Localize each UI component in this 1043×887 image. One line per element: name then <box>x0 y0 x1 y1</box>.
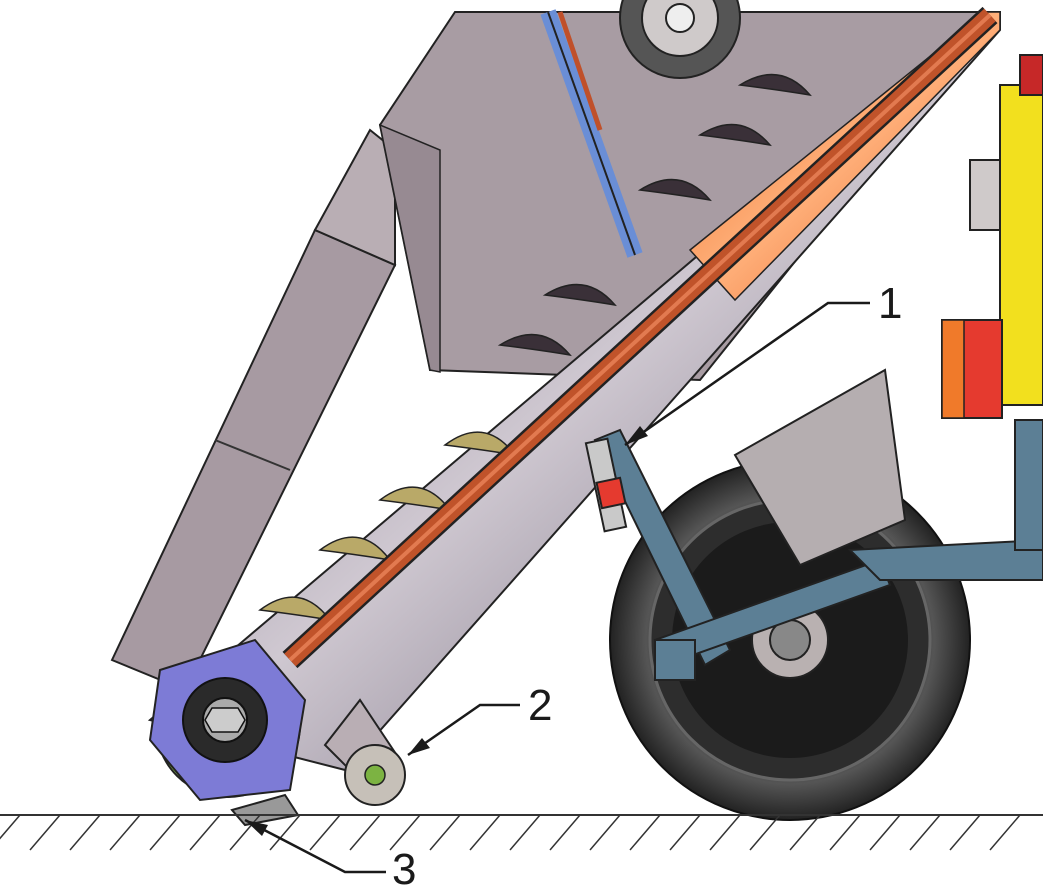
ground-hatch-line <box>109 814 141 851</box>
adjustment-turnbuckle <box>584 437 628 533</box>
ground-hatch-line <box>309 814 341 851</box>
ground-hatch-line <box>149 814 181 851</box>
ground-hatch-line <box>869 814 901 851</box>
wheel-fender <box>733 368 907 567</box>
ground-hatch-line <box>789 814 821 851</box>
ground-hatch-line <box>549 814 581 851</box>
callout-3: 3 <box>244 818 416 887</box>
callout-3-label: 3 <box>392 845 416 887</box>
wheel-frame <box>593 419 1043 681</box>
ground-line <box>0 814 1043 851</box>
auger-shaft <box>282 6 998 669</box>
ground-hatch-line <box>0 814 21 840</box>
ground-hatch-line <box>229 814 261 851</box>
callout-2: 2 <box>407 681 552 757</box>
callout-1: 1 <box>624 279 902 447</box>
auger-flights <box>258 73 812 622</box>
gearbox <box>148 638 307 802</box>
ground-hatch-line <box>269 814 301 851</box>
ground-hatch-line <box>989 814 1021 851</box>
ground-hatch-line <box>429 814 461 851</box>
hopper-strut <box>110 128 397 692</box>
callout-2-label: 2 <box>528 681 552 730</box>
ground-hatch-line <box>189 814 221 851</box>
ground-hatch-line <box>389 814 421 851</box>
ground-hatch-line <box>749 814 781 851</box>
ground-hatch-line <box>509 814 541 851</box>
ground-hatch-line <box>469 814 501 851</box>
top-drive-wheel <box>619 0 741 79</box>
ground-hatch-line <box>349 814 381 851</box>
ground-hatch-line <box>669 814 701 851</box>
hopper-hydraulic-cylinder <box>540 9 643 258</box>
ground-hatch-line <box>909 814 941 851</box>
support-roller <box>323 698 406 806</box>
ground-hatch-line <box>29 814 61 851</box>
ground-hatch-line <box>69 814 101 851</box>
ground-hatch-line <box>949 814 981 851</box>
ground-hatch-line <box>589 814 621 851</box>
ground-hatch-line <box>629 814 661 851</box>
ground-hatch-line <box>829 814 861 851</box>
ground-hatch-line <box>709 814 741 851</box>
machine-body <box>941 54 1043 419</box>
callout-1-label: 1 <box>878 279 902 328</box>
